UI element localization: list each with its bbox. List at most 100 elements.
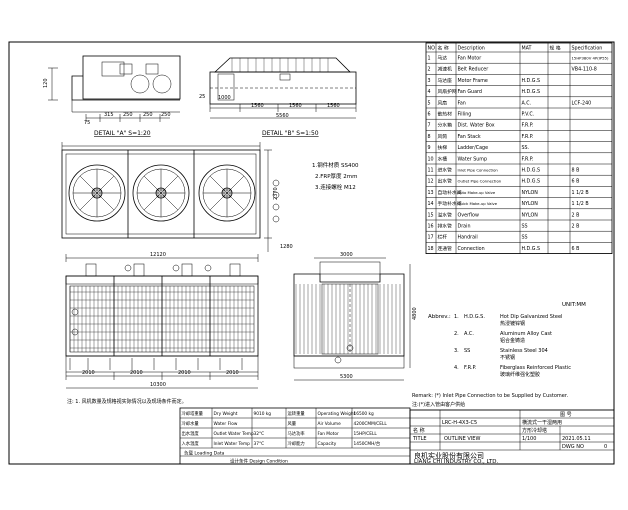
parts-cell-6-1: 分水箱: [438, 122, 453, 129]
design-cell-2-1: Outlet Water Temp: [214, 431, 254, 437]
design-cell-3-4: Capacity: [318, 441, 337, 447]
abbrev-num-0: 1.: [454, 314, 459, 320]
parts-cell-7-2: Fan Stack: [458, 134, 481, 140]
parts-cell-1-2: Belt Reducer: [458, 67, 489, 73]
note-2: 2.FRP厚度 2mm: [315, 172, 358, 180]
note-3: 3.连接螺栓 M12: [315, 183, 356, 191]
parts-cell-0-1: 马达: [438, 55, 448, 62]
design-cell-0-4: Operating Weight: [318, 411, 356, 417]
front-dim-1: 2010: [82, 370, 95, 376]
design-cell-2-0: 出水温度: [182, 430, 200, 437]
parts-cell-4-3: A.C.: [522, 100, 532, 106]
side-louver-hatch: [295, 284, 401, 354]
parts-cell-14-5: 2 B: [572, 212, 580, 218]
parts-header-0: NO: [428, 46, 436, 52]
parts-cell-11-0: 12: [428, 179, 434, 185]
design-cell-0-3: 运转重量: [288, 410, 306, 417]
parts-header-4: 规 格: [550, 45, 561, 52]
parts-cell-11-1: 出水管: [438, 178, 453, 185]
detail-b-dim-1560a: 1560: [251, 103, 264, 109]
parts-cell-2-3: H.D.G.S: [522, 78, 541, 84]
plan-dim-1280: 1280: [280, 244, 293, 250]
parts-cell-12-1: 自动补水阀: [438, 189, 462, 196]
abbrev-cn-0: 热浸镀锌钢: [500, 320, 525, 327]
parts-cell-11-3: H.D.G.S: [522, 179, 541, 185]
abbrev-desc-0: Hot Dip Galvanized Steel: [500, 314, 562, 320]
parts-cell-4-5: LCF-240: [572, 100, 592, 106]
parts-cell-13-5: 1 1/2 B: [572, 201, 589, 207]
detail-a-label: DETAIL "A" S=1:20: [94, 130, 151, 137]
parts-cell-5-2: Filling: [458, 112, 472, 118]
title-label: TITLE: [412, 436, 427, 442]
parts-cell-16-2: Handrail: [458, 235, 478, 241]
parts-cell-13-2: Quick Make-up Valve: [458, 201, 498, 206]
detail-b-label: DETAIL "B" S=1:50: [262, 130, 319, 137]
parts-cell-9-3: F.R.P.: [522, 156, 534, 162]
parts-cell-16-1: 栏杆: [438, 234, 448, 241]
parts-cell-10-3: H.D.G.S: [522, 168, 541, 174]
design-cell-1-4: Air Volume: [318, 421, 342, 427]
parts-cell-6-2: Dist. Water Box: [458, 123, 495, 129]
side-dim-width: 5300: [340, 374, 353, 380]
parts-cell-3-2: Fan Guard: [458, 89, 482, 95]
title-block: 图 号 LRC-H-4X3-C5 名 称 TITLE OUTLINE VIEW …: [409, 409, 615, 465]
parts-cell-15-1: 排水管: [438, 223, 453, 230]
parts-cell-7-0: 8: [428, 134, 431, 140]
edition: 0: [604, 444, 607, 450]
drawing-no-label: 图 号: [560, 412, 572, 418]
detail-a-dim-2: 250: [123, 112, 133, 118]
notes-block: 1.钢件材质 SS400 2.FRP厚度 2mm 3.连接螺栓 M12: [312, 161, 359, 191]
detail-b-dim-1000: 1000: [218, 95, 231, 101]
front-dim-4: 2010: [226, 370, 239, 376]
right-title-cn: 横流式一干湿两用: [522, 419, 562, 426]
detail-a-dim-5: 75: [84, 120, 90, 126]
abbrev-cn-1: 铝合金铸造: [500, 337, 525, 344]
parts-cell-10-2: Inlet Pipe Connection: [458, 168, 499, 173]
parts-cell-4-0: 5: [428, 100, 431, 106]
parts-cell-10-0: 11: [428, 168, 434, 174]
design-cell-2-5: 15HP/CELL: [354, 431, 378, 437]
parts-cell-15-3: SS: [522, 224, 528, 230]
note-1: 1.钢件材质 SS400: [312, 161, 359, 169]
parts-cell-5-0: 6: [428, 112, 431, 118]
parts-cell-7-1: 风筒: [438, 133, 448, 140]
detail-b-dim-1560c: 1560: [327, 103, 340, 109]
parts-cell-15-2: Drain: [458, 224, 471, 230]
abbrev-desc-3: Fiberglass Reinforced Plastic: [500, 365, 571, 371]
parts-cell-10-1: 进水管: [438, 167, 453, 174]
detail-a-dim-height: 120: [43, 78, 49, 88]
detail-b-dim-total: 5560: [276, 113, 289, 119]
dwg-no: DWG NO: [562, 444, 584, 450]
parts-cell-0-5: 15HP380V 4P(IP55): [572, 56, 609, 61]
parts-cell-11-5: 6 B: [572, 179, 580, 185]
abbrev-cn-3: 玻璃纤维强化塑胶: [500, 371, 540, 378]
parts-cell-5-1: 散热材: [438, 111, 453, 118]
parts-cell-10-5: 8 B: [572, 168, 580, 174]
parts-cell-1-5: VB4-110-8: [572, 67, 597, 73]
fan-3: [198, 164, 256, 222]
fan-2: [132, 164, 190, 222]
parts-cell-8-1: 扶梯: [438, 144, 448, 151]
plan-dim-2370: 2370: [273, 187, 279, 200]
side-dim-height: 4800: [412, 307, 418, 320]
parts-cell-1-0: 2: [428, 67, 431, 73]
abbrev-desc-2: Stainless Steel 304: [500, 348, 548, 354]
date: 2021.05.11: [562, 436, 591, 442]
company-cn: 良机实业股份有限公司: [414, 451, 484, 460]
remark-en: Remark: (*) Inlet Pipe Connection to be …: [412, 393, 568, 399]
design-cell-2-3: 马达功率: [288, 430, 306, 437]
scale: 1/100: [522, 436, 536, 442]
design-cell-2-4: Fan Motor: [318, 431, 339, 437]
parts-cell-6-3: F.R.P.: [522, 123, 534, 129]
parts-cell-0-2: Fan Motor: [458, 56, 482, 62]
detail-a-dim-3: 250: [143, 112, 153, 118]
parts-cell-8-3: SS.: [522, 145, 530, 151]
front-dim-overall: 12120: [150, 252, 166, 258]
design-cell-0-2: 9010 kg: [254, 411, 272, 417]
detail-b-dim-25: 25: [199, 94, 205, 100]
remark-cn: 注:(*)进入管由客户供给: [412, 401, 465, 408]
detail-a-dim-1: 315: [104, 112, 114, 118]
design-cell-3-1: Inlet Water Temp: [214, 441, 251, 447]
parts-cell-12-3: NYLON: [522, 190, 539, 196]
